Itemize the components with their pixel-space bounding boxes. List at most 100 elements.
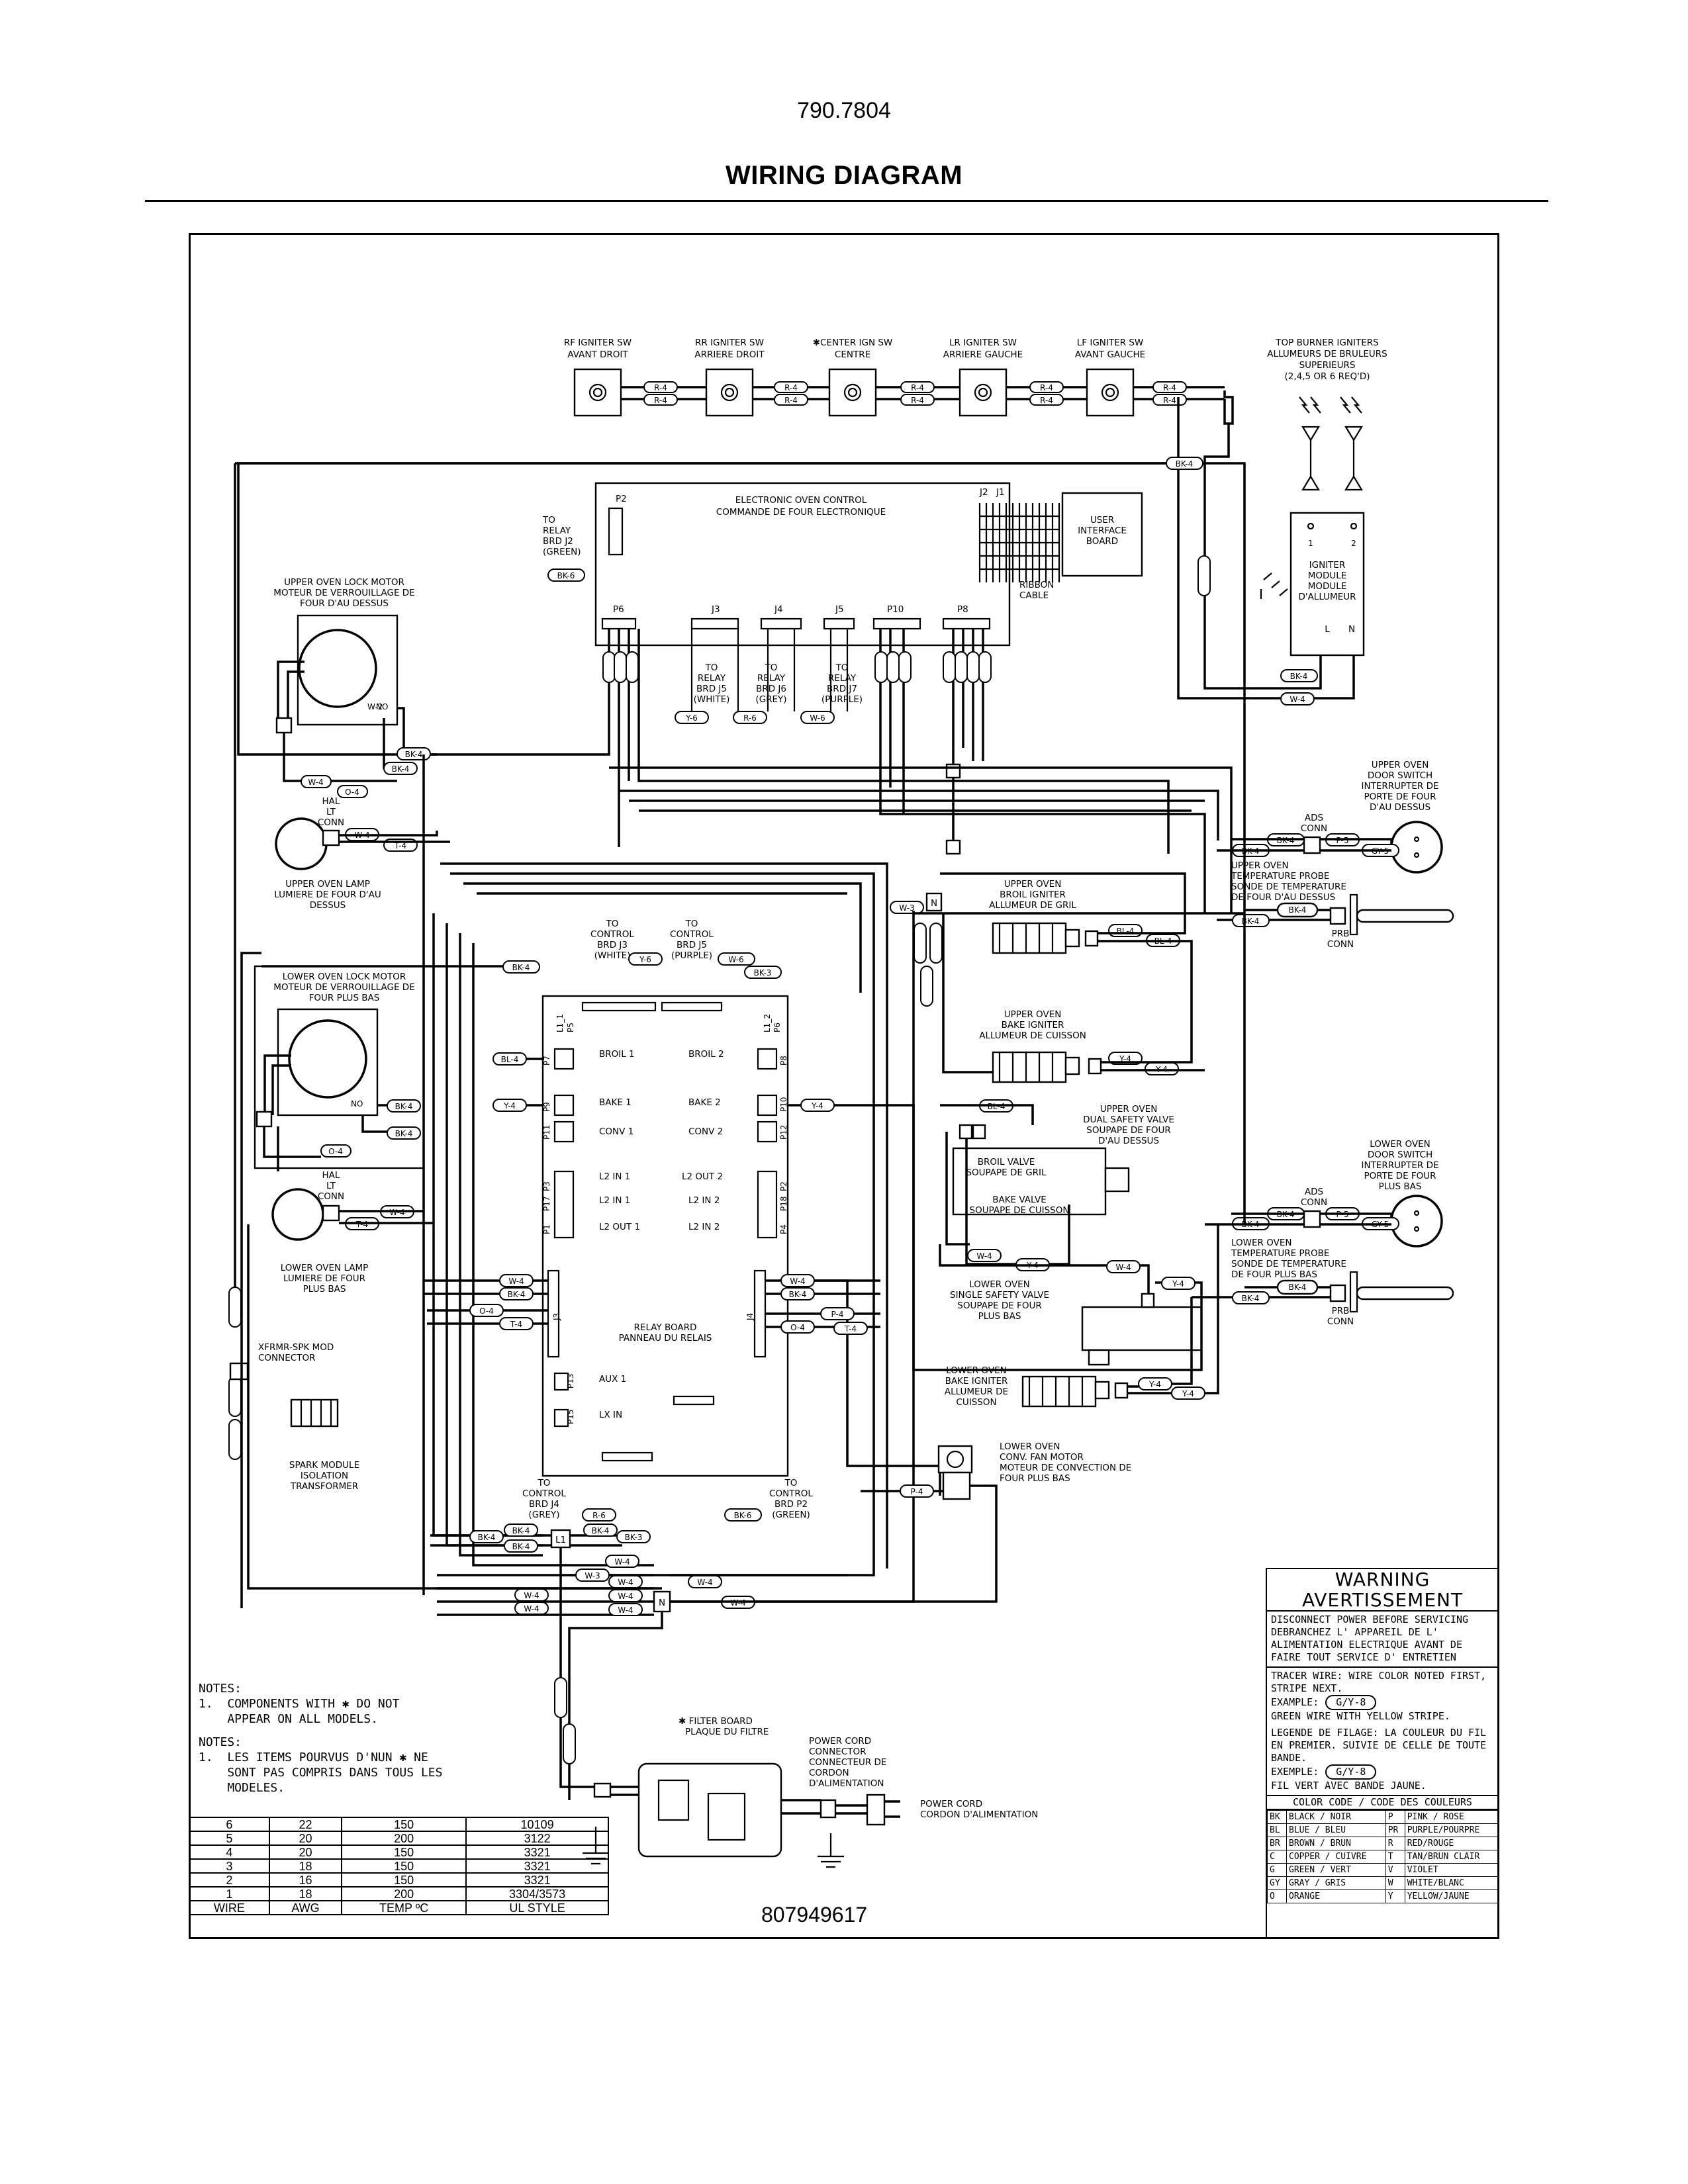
wire-table-cell: 150 [341,1872,467,1888]
svg-text:P15: P15 [566,1409,575,1424]
svg-text:O-4: O-4 [328,1147,343,1156]
warning-title-fr: AVERTISSEMENT [1267,1590,1498,1612]
svg-text:BK-4: BK-4 [1289,905,1307,915]
svg-text:DOOR SWITCH: DOOR SWITCH [1368,770,1432,781]
svg-text:BK-4: BK-4 [512,1542,530,1551]
center-igniter-switch: ✱CENTER IGN SW CENTRE [813,338,893,417]
svg-text:CONTROL: CONTROL [522,1488,566,1499]
svg-text:ALLUMEURS DE BRULEURS: ALLUMEURS DE BRULEURS [1267,349,1387,359]
svg-text:P1: P1 [542,1224,551,1234]
svg-text:BK-4: BK-4 [1277,836,1295,845]
svg-text:BROIL VALVE: BROIL VALVE [978,1157,1035,1167]
svg-text:BK-6: BK-6 [557,571,575,580]
wire-table-cell: 20 [268,1844,343,1860]
color-code-cell: O [1267,1889,1287,1903]
svg-text:CONTROL: CONTROL [769,1488,813,1499]
svg-text:BK-4: BK-4 [592,1526,610,1535]
upper-oven-temperature-probe: UPPER OVEN TEMPERATURE PROBE SONDE DE TE… [1217,860,1454,950]
upper-oven-bake-igniter: UPPER OVEN BAKE IGNITER ALLUMEUR DE CUIS… [914,913,1205,1083]
svg-text:P9: P9 [542,1102,551,1112]
svg-text:P8: P8 [779,1056,788,1066]
svg-text:L2 IN 1: L2 IN 1 [599,1195,630,1206]
svg-text:DE FOUR D'AU DESSUS: DE FOUR D'AU DESSUS [1231,892,1335,903]
svg-text:✱CENTER IGN SW: ✱CENTER IGN SW [813,338,893,348]
relay-link-labels: TO RELAY BRD J5 (WHITE) TO RELAY BRD J6 … [675,629,863,724]
color-code-cell: R [1385,1837,1405,1850]
lower-oven-lamp: HAL LT CONN T-4 W-4 LOWER OVEN LAMP LUMI… [271,1170,434,1295]
svg-text:UPPER OVEN: UPPER OVEN [1372,760,1429,770]
svg-text:P-4: P-4 [831,1310,844,1319]
svg-text:R-4: R-4 [1163,383,1176,392]
color-code-cell: YELLOW/JAUNE [1404,1889,1499,1903]
page-title: WIRING DIAGRAM [725,161,963,190]
wire-table-cell: 18 [268,1886,343,1901]
svg-text:O-4: O-4 [345,788,359,797]
svg-text:BOARD: BOARD [1086,536,1118,547]
svg-text:LOWER OVEN: LOWER OVEN [1370,1139,1430,1150]
svg-text:Y-4: Y-4 [1172,1279,1184,1289]
svg-text:UPPER OVEN LAMP: UPPER OVEN LAMP [285,879,370,889]
svg-text:AVANT GAUCHE: AVANT GAUCHE [1075,349,1145,360]
svg-text:P6: P6 [773,1023,782,1032]
notes-french: NOTES: 1. LES ITEMS POURVUS D'NUN ✱ NE S… [199,1735,443,1795]
igniter-switch-row: RF IGNITER SW AVANT DROIT RR IGNITER SW … [564,338,1225,417]
svg-text:CORDON D'ALIMENTATION: CORDON D'ALIMENTATION [920,1809,1038,1820]
wire-table-cell: 6 [189,1817,270,1832]
relay-board-wiring: BK-4 BL-4 Y-4 Y-4 W-4 BK-4 O-4 T-4 W-4 B… [261,862,941,1576]
svg-text:SPARK MODULE: SPARK MODULE [289,1460,359,1471]
svg-text:L1_2: L1_2 [763,1014,772,1032]
svg-text:LOWER OVEN LAMP: LOWER OVEN LAMP [281,1263,369,1273]
color-code-cell: BLUE / BLEU [1286,1823,1386,1837]
svg-text:RELAY BOARD: RELAY BOARD [634,1322,697,1333]
svg-text:CONTROL: CONTROL [590,929,634,940]
svg-text:CONTROL: CONTROL [670,929,714,940]
to-control-bottom-labels: TO CONTROL BRD J4 (GREY) TO CONTROL BRD … [522,1478,813,1520]
r4-wire-tag: R-4 R-4 R-4 R-4 R-4 R-4 R-4 R-4 R-4 R-4 [643,381,1187,406]
legend-fr: LEGENDE DE FILAGE: LA COULEUR DU FIL EN … [1271,1727,1487,1764]
lf-igniter-switch: LF IGNITER SW AVANT GAUCHE [1075,338,1145,417]
color-code-cell: COPPER / CUIVRE [1286,1850,1386,1864]
wire-table-header: AWG [268,1900,343,1915]
svg-text:BK-3: BK-3 [754,968,772,978]
svg-text:ELECTRONIC OVEN CONTROL: ELECTRONIC OVEN CONTROL [735,495,867,506]
svg-text:CONN: CONN [1327,939,1354,950]
svg-text:BK-4: BK-4 [1290,672,1308,681]
svg-text:NO: NO [351,1099,363,1109]
color-code-cell: ORANGE [1286,1889,1386,1903]
page-number: 790.7804 [797,98,891,123]
svg-text:MOTEUR DE VERROUILLAGE DE: MOTEUR DE VERROUILLAGE DE [273,588,414,598]
part-number: 807949617 [761,1903,868,1927]
wire-table-cell: 150 [341,1858,467,1874]
svg-text:ISOLATION: ISOLATION [301,1471,348,1481]
svg-text:J3: J3 [552,1313,561,1321]
svg-text:(PURPLE): (PURPLE) [821,694,863,705]
color-code-cell: GY [1267,1876,1287,1890]
svg-text:SOUPAPE DE FOUR: SOUPAPE DE FOUR [1086,1125,1170,1136]
svg-text:LT: LT [326,807,336,817]
svg-text:LOWER OVEN LOCK MOTOR: LOWER OVEN LOCK MOTOR [283,972,406,982]
wire-table-cell: 18 [268,1858,343,1874]
svg-text:POWER CORD: POWER CORD [809,1736,871,1747]
svg-text:AUX 1: AUX 1 [599,1374,626,1385]
svg-text:TO: TO [835,662,849,673]
svg-text:CABLE: CABLE [1019,590,1049,601]
svg-text:R-4: R-4 [654,383,667,392]
svg-text:LOWER OVEN: LOWER OVEN [969,1279,1029,1290]
svg-text:BRD J2: BRD J2 [543,536,573,547]
svg-text:RELAY: RELAY [698,673,726,684]
svg-text:FOUR D'AU DESSUS: FOUR D'AU DESSUS [300,598,389,609]
svg-text:BK-4: BK-4 [395,1102,413,1111]
svg-text:W-4: W-4 [790,1277,805,1286]
svg-text:LUMIERE DE FOUR D'AU: LUMIERE DE FOUR D'AU [274,889,381,900]
color-code-cell: BK [1267,1810,1287,1824]
color-code-cell: P [1385,1810,1405,1824]
svg-text:BAKE VALVE: BAKE VALVE [992,1195,1047,1205]
svg-text:XFRMR-SPK MOD: XFRMR-SPK MOD [258,1342,334,1353]
svg-text:INTERFACE: INTERFACE [1078,525,1127,536]
svg-text:L2 OUT 1: L2 OUT 1 [599,1222,640,1232]
power-cord-connector: POWER CORD CONNECTOR CONNECTEUR DE CORDO… [809,1736,900,1868]
